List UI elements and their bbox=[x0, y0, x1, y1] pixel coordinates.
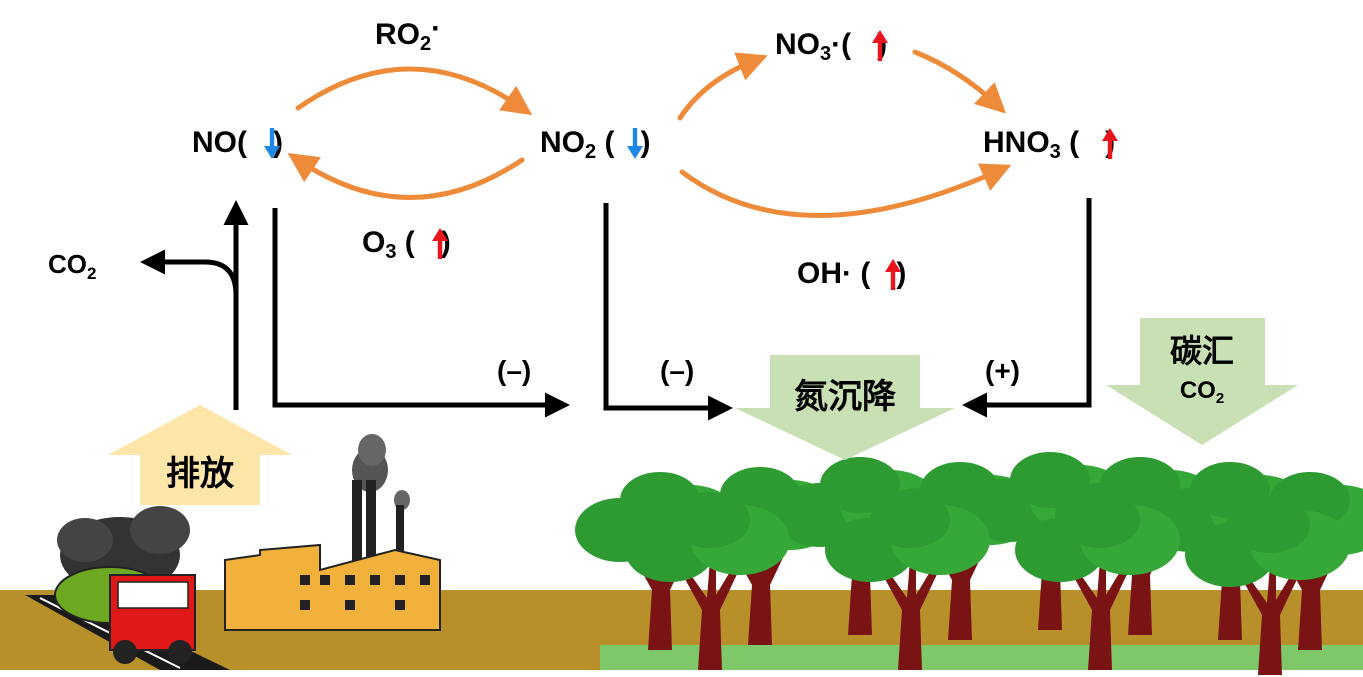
deposition-arrow: 氮沉降 bbox=[735, 355, 955, 460]
species-no3: NO3·() bbox=[775, 28, 887, 65]
effect-right: (+) bbox=[985, 355, 1020, 386]
emission-arrow: 排放 bbox=[108, 405, 292, 505]
species-oh: OH· () bbox=[797, 257, 906, 290]
grass-strip bbox=[600, 645, 1363, 670]
carbon-sink-label: 碳汇 bbox=[1170, 333, 1234, 369]
reaction-arrows bbox=[287, 49, 1012, 218]
factory-icon bbox=[224, 434, 441, 631]
species-o3: O3 () bbox=[362, 226, 451, 263]
effect-middle: (–) bbox=[660, 355, 694, 386]
emission-label: 排放 bbox=[166, 455, 234, 493]
svg-text:CO2: CO2 bbox=[1180, 377, 1224, 407]
carbon-sink-co2: CO bbox=[1180, 377, 1216, 404]
species-no2: NO2 () bbox=[540, 126, 650, 163]
deposition-label: 氮沉降 bbox=[794, 378, 897, 416]
effect-left: (–) bbox=[497, 355, 531, 386]
species-no: NO() bbox=[192, 126, 283, 159]
carbon-sink-arrow: 碳汇 CO2 bbox=[1106, 318, 1298, 445]
species-hno3: HNO3 () bbox=[983, 126, 1115, 163]
species-co2-emission: CO2 bbox=[48, 249, 96, 283]
truck-icon bbox=[54, 506, 196, 664]
species-ro2: RO2· bbox=[375, 12, 441, 55]
flow-lines bbox=[140, 198, 1092, 421]
